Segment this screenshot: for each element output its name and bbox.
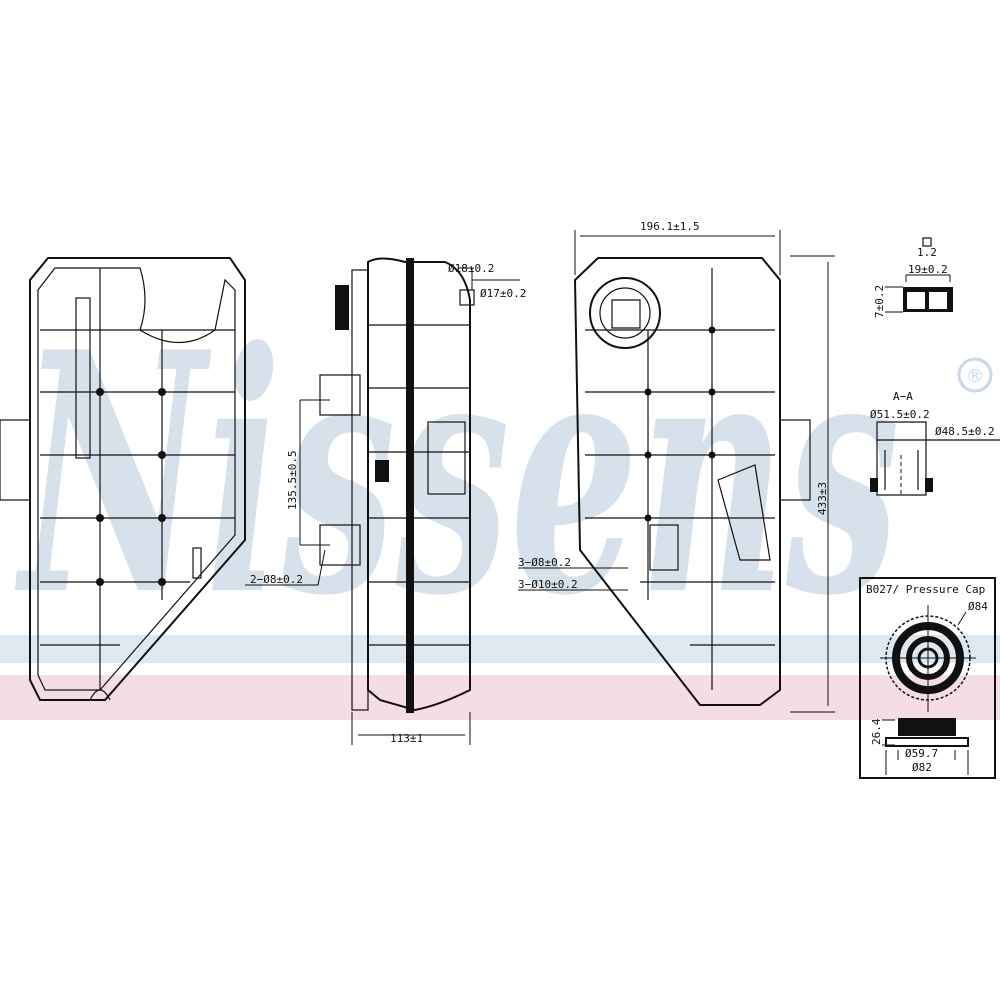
front-view	[0, 257, 246, 701]
dim-d17: Ø17±0.2	[480, 287, 526, 300]
connector-detail: 1.2 19±0.2 7±0.2	[873, 237, 953, 318]
dim-outer: Ø51.5±0.2	[870, 408, 930, 421]
dim-connector-width: 19±0.2	[908, 263, 948, 276]
registered-mark: ®	[966, 366, 984, 387]
svg-text:Nissens: Nissens	[14, 280, 900, 668]
dim-holes: 2−Ø8±0.2	[250, 573, 303, 586]
dim-holes-large: 3−Ø10±0.2	[518, 578, 578, 591]
pressure-cap-detail: B027/ Pressure Cap Ø84 26.4 Ø59.7 Ø82	[859, 577, 996, 779]
dim-holes-small: 3−Ø8±0.2	[518, 556, 571, 569]
dim-connector-height: 7±0.2	[873, 285, 886, 318]
dim-d84: Ø84	[968, 600, 988, 613]
back-view: 196.1±1.5 433±3 3−Ø8±0.2 3−Ø10±0.2	[518, 220, 835, 713]
dim-d82: Ø82	[912, 761, 932, 774]
dim-back-width: 196.1±1.5	[640, 220, 700, 233]
section-aa: A−A Ø51.5±0.2 Ø48.5±0.2	[870, 390, 1000, 496]
cap-title: B027/ Pressure Cap	[866, 583, 985, 596]
dim-d18: Ø18±0.2	[448, 262, 494, 275]
section-title: A−A	[893, 390, 913, 403]
dim-spacing: 135.5±0.5	[286, 450, 299, 510]
dim-inner: Ø48.5±0.2	[935, 425, 995, 438]
dim-width: 113±1	[390, 732, 423, 745]
dim-back-height: 433±3	[816, 482, 829, 515]
side-view: Ø18±0.2 Ø17±0.2 135.5±0.5 2−Ø8±0.2 113±1	[245, 257, 526, 745]
dim-d59: Ø59.7	[905, 747, 938, 760]
dim-top: 1.2	[917, 246, 937, 259]
nissens-watermark: Nissens ®	[0, 280, 1000, 720]
dim-cap-height: 26.4	[870, 718, 883, 745]
